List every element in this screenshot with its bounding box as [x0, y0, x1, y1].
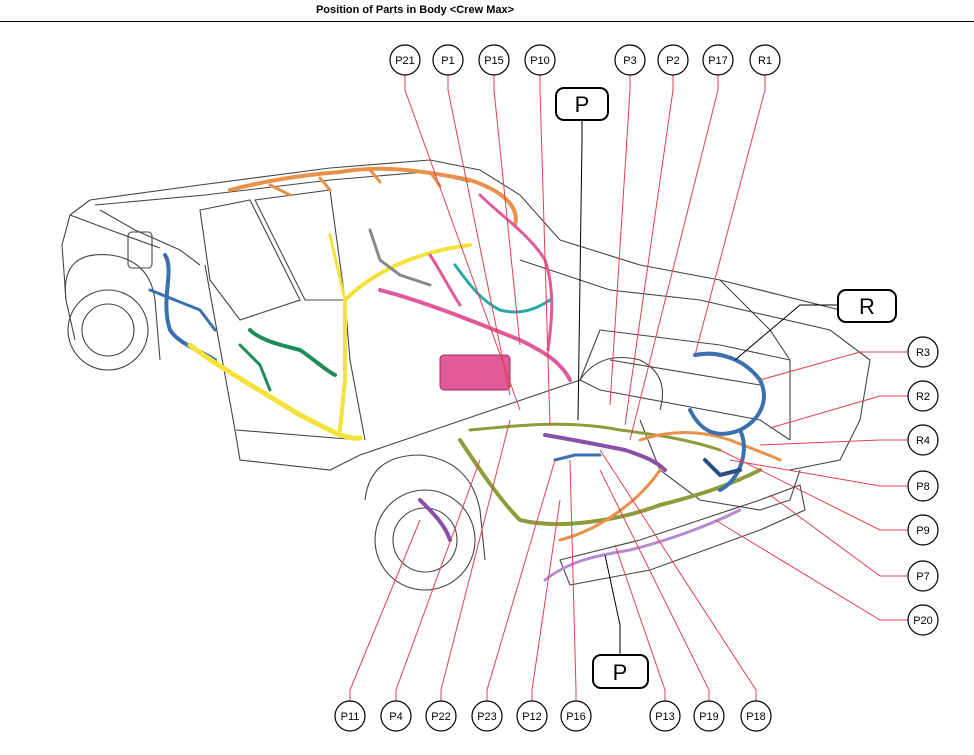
svg-text:R3: R3: [916, 347, 930, 359]
callout-r2: R2: [907, 380, 939, 412]
group-label-p-top: P: [555, 87, 609, 121]
wire-harnesses: [148, 166, 782, 582]
group-leader-lines: [577, 120, 838, 655]
group-label-p-bottom: P: [592, 654, 649, 689]
callout-p9: P9: [907, 514, 939, 546]
callout-p2: P2: [657, 44, 689, 76]
svg-text:P22: P22: [431, 711, 451, 723]
svg-text:P2: P2: [666, 55, 679, 67]
svg-text:P17: P17: [708, 55, 728, 67]
group-label-r: R: [837, 289, 897, 323]
callout-r4: R4: [907, 424, 939, 456]
svg-text:P11: P11: [341, 711, 360, 723]
callout-p15: P15: [478, 44, 510, 76]
svg-text:R4: R4: [916, 435, 930, 447]
svg-text:P18: P18: [746, 711, 766, 723]
svg-text:P: P: [575, 92, 590, 117]
svg-text:P3: P3: [623, 55, 636, 67]
svg-text:R: R: [859, 294, 875, 319]
callout-p4: P4: [380, 700, 412, 732]
callout-r1: R1: [749, 44, 781, 76]
svg-text:P10: P10: [530, 55, 550, 67]
title-divider: [0, 21, 974, 22]
svg-text:P9: P9: [916, 525, 929, 537]
svg-text:P20: P20: [913, 615, 933, 627]
callout-p19: P19: [693, 700, 725, 732]
callout-p7: P7: [907, 560, 939, 592]
callout-p8: P8: [907, 470, 939, 502]
callout-p18: P18: [740, 700, 772, 732]
callout-p11: P11: [334, 700, 366, 732]
callout-p21: P21: [389, 44, 421, 76]
svg-text:P21: P21: [395, 55, 415, 67]
svg-text:P19: P19: [699, 711, 719, 723]
callout-p16: P16: [560, 700, 592, 732]
vehicle-outline: [61, 159, 871, 591]
svg-text:P12: P12: [522, 711, 542, 723]
svg-text:P23: P23: [477, 711, 497, 723]
callout-p10: P10: [524, 44, 556, 76]
callout-p3: P3: [614, 44, 646, 76]
page-title: Position of Parts in Body <Crew Max>: [315, 4, 515, 16]
svg-text:P: P: [613, 660, 628, 685]
callout-p17: P17: [702, 44, 734, 76]
svg-text:P4: P4: [389, 711, 402, 723]
leader-lines: [349, 75, 908, 701]
callout-p12: P12: [516, 700, 548, 732]
svg-text:P16: P16: [566, 711, 586, 723]
callout-r3: R3: [907, 336, 939, 368]
svg-text:P13: P13: [655, 711, 675, 723]
svg-text:P1: P1: [441, 55, 454, 67]
callout-p20: P20: [907, 604, 939, 636]
svg-text:P15: P15: [484, 55, 504, 67]
svg-text:P8: P8: [916, 481, 929, 493]
callout-p22: P22: [425, 700, 457, 732]
callout-p13: P13: [649, 700, 681, 732]
callout-p1: P1: [432, 44, 464, 76]
callout-p23: P23: [471, 700, 503, 732]
svg-text:R2: R2: [916, 391, 930, 403]
svg-text:R1: R1: [758, 55, 772, 67]
svg-text:P7: P7: [916, 571, 929, 583]
